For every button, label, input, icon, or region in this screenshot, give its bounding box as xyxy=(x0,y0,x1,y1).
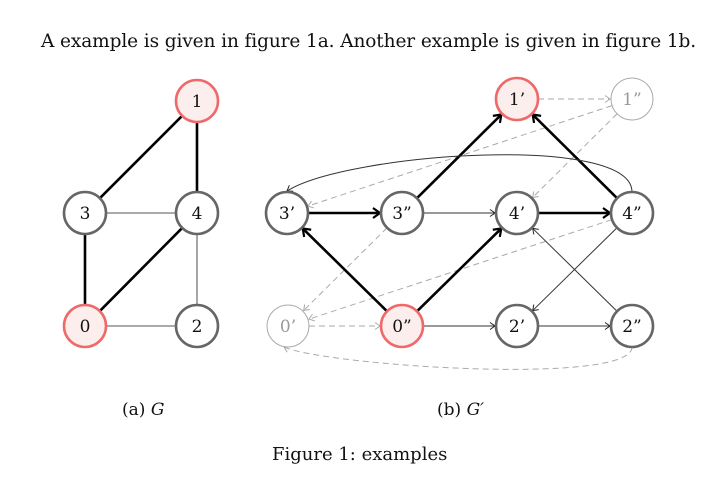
g-node-0-circle xyxy=(62,303,108,349)
subcaption-b: (b) G′ xyxy=(437,400,484,420)
graph-g-prime-edges xyxy=(283,95,633,370)
gprime-node-4pp: 4” xyxy=(609,190,655,236)
g-node-1: 1 xyxy=(174,78,220,124)
graph-g-prime-nodes: 1’ 1” 3’ 3” 4’ 4” 0’ 0” 2’ 2” xyxy=(264,76,655,349)
edge-4-0 xyxy=(98,226,184,313)
subcaption-a: (a) G xyxy=(122,400,164,420)
subcaption-b-math: G′ xyxy=(466,400,485,420)
g-node-4-circle xyxy=(174,190,220,236)
g-node-0: 0 xyxy=(62,303,108,349)
gprime-node-3p: 3’ xyxy=(264,190,310,236)
graph-g-edges xyxy=(83,114,199,327)
g-node-2: 2 xyxy=(174,303,220,349)
g-node-0-label: 0 xyxy=(80,317,91,337)
gprime-node-0p-label: 0’ xyxy=(280,317,296,337)
g-node-4: 4 xyxy=(174,190,220,236)
gprime-node-1p-label: 1’ xyxy=(509,90,525,110)
gprime-node-0pp: 0” xyxy=(379,303,425,349)
gprime-node-3pp: 3” xyxy=(379,190,425,236)
gprime-node-0pp-label: 0” xyxy=(392,317,412,337)
edge-4pp-1p xyxy=(531,113,619,200)
g-node-3-circle xyxy=(62,190,108,236)
g-node-1-circle xyxy=(174,78,220,124)
gprime-node-4p: 4’ xyxy=(494,190,540,236)
g-node-2-circle xyxy=(174,303,220,349)
gprime-node-2pp-circle xyxy=(609,303,655,349)
gprime-node-3p-circle xyxy=(264,190,310,236)
intro-paragraph: A example is given in figure 1a. Another… xyxy=(41,31,697,52)
edge-4pp-3p xyxy=(286,154,633,193)
gprime-node-2pp-label: 2” xyxy=(622,317,642,337)
subcaption-b-prefix: (b) xyxy=(437,400,467,420)
gprime-node-0p: 0’ xyxy=(266,304,310,348)
figure-caption: Figure 1: examples xyxy=(272,444,448,465)
edge-1-3 xyxy=(98,114,184,200)
edge-2pp-4p xyxy=(532,227,618,312)
g-node-3: 3 xyxy=(62,190,108,236)
gprime-node-2p-circle xyxy=(494,303,540,349)
edge-0pp-4p xyxy=(416,227,503,313)
g-node-3-label: 3 xyxy=(80,204,91,224)
gprime-node-1p-circle xyxy=(494,76,540,122)
gprime-node-1pp-circle xyxy=(610,77,654,121)
g-node-2-label: 2 xyxy=(192,317,203,337)
gprime-node-0pp-circle xyxy=(379,303,425,349)
gprime-node-0p-circle xyxy=(266,304,310,348)
graph-g-nodes: 1 3 4 0 2 xyxy=(62,78,220,349)
gprime-node-4p-circle xyxy=(494,190,540,236)
subcaption-a-prefix: (a) xyxy=(122,400,151,420)
edge-0pp-3p xyxy=(301,227,388,313)
gprime-node-4pp-circle xyxy=(609,190,655,236)
subcaption-a-math: G xyxy=(150,400,165,420)
gprime-node-1pp: 1” xyxy=(610,77,654,121)
gprime-node-1pp-label: 1” xyxy=(622,90,642,110)
g-node-4-label: 4 xyxy=(192,204,203,224)
gprime-node-2p: 2’ xyxy=(494,303,540,349)
edge-4pp-0p xyxy=(308,219,613,322)
gprime-node-2pp: 2” xyxy=(609,303,655,349)
gprime-node-3pp-circle xyxy=(379,190,425,236)
gprime-node-4p-label: 4’ xyxy=(509,204,525,224)
gprime-node-1p: 1’ xyxy=(494,76,540,122)
gprime-node-3pp-label: 3” xyxy=(392,204,412,224)
gprime-node-4pp-label: 4” xyxy=(622,204,642,224)
gprime-node-2p-label: 2’ xyxy=(509,317,525,337)
g-node-1-label: 1 xyxy=(192,92,203,112)
edge-2pp-0p xyxy=(283,345,633,370)
gprime-node-3p-label: 3’ xyxy=(279,204,295,224)
